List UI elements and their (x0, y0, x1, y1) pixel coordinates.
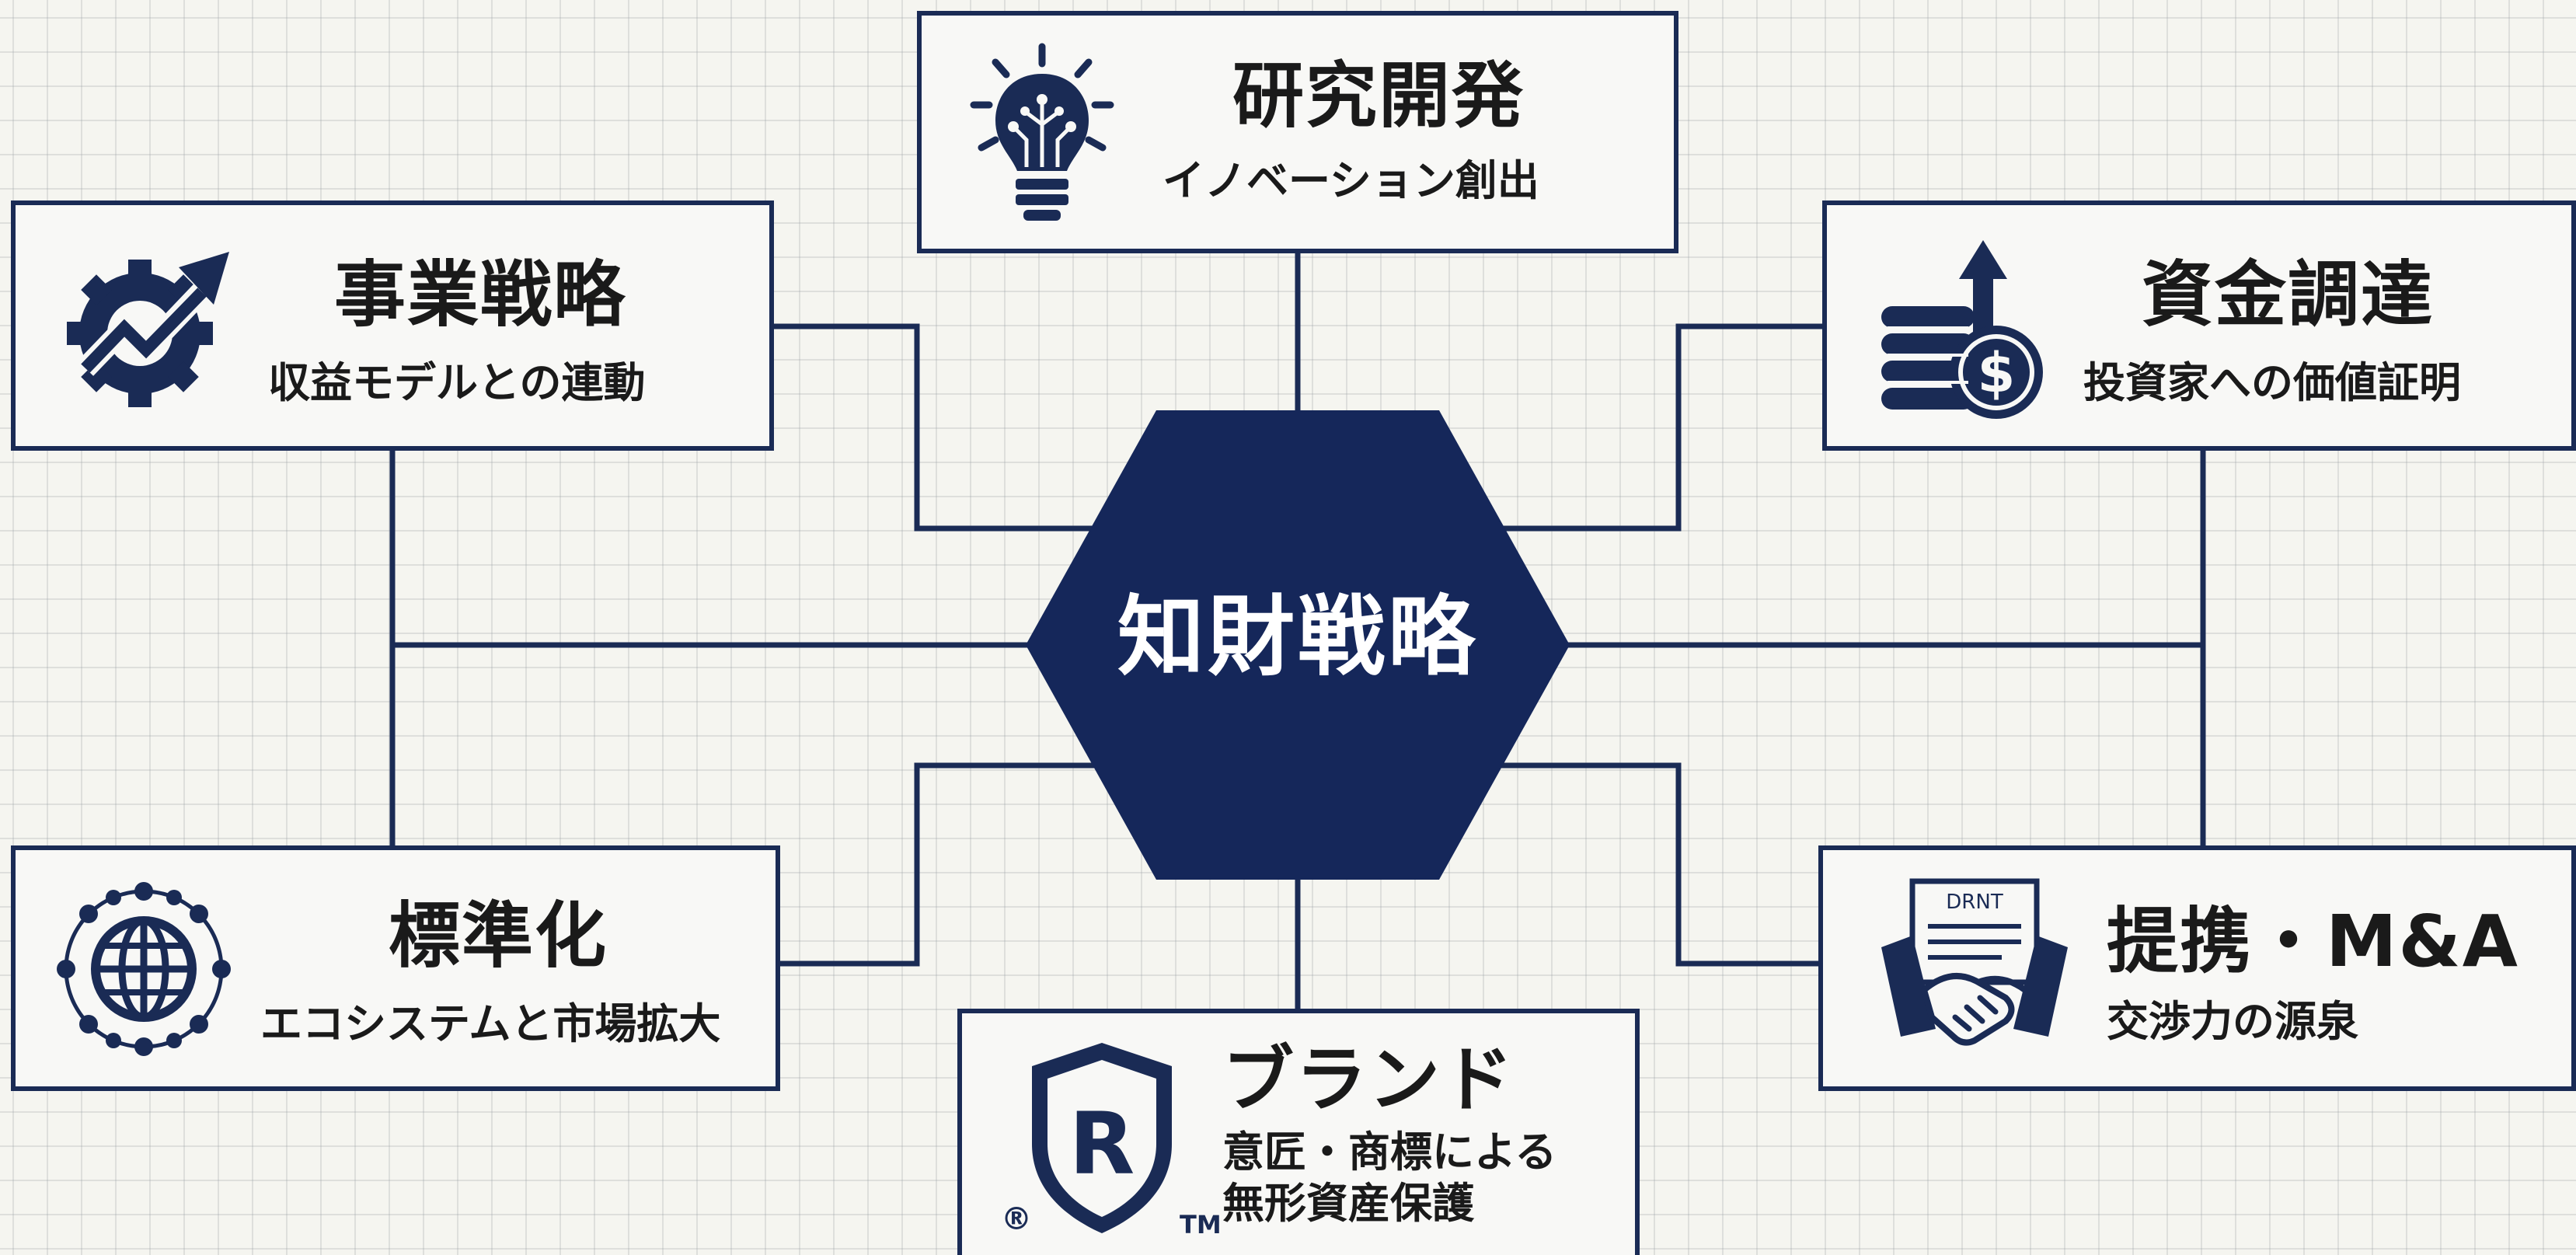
node-brand-subtitle-line-1: 意匠・商標による (1222, 1128, 1557, 1177)
node-alliance-title: 提携・M&A (2107, 900, 2519, 983)
gear-growth-arrow-icon (54, 236, 241, 423)
node-rnd-title: 研究開発 (1232, 54, 1525, 138)
svg-text:$: $ (1978, 341, 2016, 405)
node-brand-subtitle-line-2: 無形資産保護 (1222, 1179, 1474, 1228)
node-business-subtitle: 収益モデルとの連動 (268, 358, 646, 407)
connector-standard (777, 762, 1103, 967)
connector-alliance (1492, 762, 1822, 967)
connector-left-spine (389, 447, 1034, 847)
node-funding-subtitle: 投資家への価値証明 (2083, 358, 2461, 407)
connector-funding (1492, 323, 1826, 532)
registered-shield-icon: R ® TM (993, 1035, 1226, 1245)
node-funding: $ 資金調達 投資家への価値証明 (1822, 200, 2576, 451)
center-label: 知財戦略 (1117, 587, 1478, 688)
node-rnd-subtitle: イノベーション創出 (1163, 156, 1539, 205)
node-business-title: 事業戦略 (334, 253, 627, 336)
node-funding-title: 資金調達 (2142, 253, 2435, 336)
node-business: 事業戦略 収益モデルとの連動 (11, 200, 774, 451)
node-alliance: DRNT 提携・M&A 交渉力の源泉 (1818, 845, 2576, 1091)
node-standard-subtitle: エコシステムと市場拡大 (260, 999, 721, 1048)
registered-letter: R (1069, 1094, 1135, 1194)
coins-dollar-arrow-icon: $ (1874, 232, 2052, 427)
node-rnd: 研究開発 イノベーション創出 (917, 11, 1678, 253)
node-standard: 標準化 エコシステムと市場拡大 (11, 845, 780, 1091)
connector-business (769, 323, 1103, 532)
lightbulb-circuit-icon (964, 39, 1120, 233)
registered-symbol: ® (1001, 1201, 1032, 1237)
node-standard-title: 標準化 (389, 894, 608, 978)
globe-network-icon (47, 872, 241, 1066)
tm-symbol: TM (1180, 1210, 1222, 1239)
node-brand-title: ブランド (1222, 1038, 1515, 1121)
doc-label: DRNT (1946, 891, 2003, 914)
node-brand: R ® TM ブランド 意匠・商標による 無形資産保護 (957, 1009, 1640, 1255)
node-alliance-subtitle: 交渉力の源泉 (2107, 997, 2358, 1046)
handshake-document-icon: DRNT (1877, 873, 2072, 1068)
connector-right-spine (1562, 447, 2206, 847)
